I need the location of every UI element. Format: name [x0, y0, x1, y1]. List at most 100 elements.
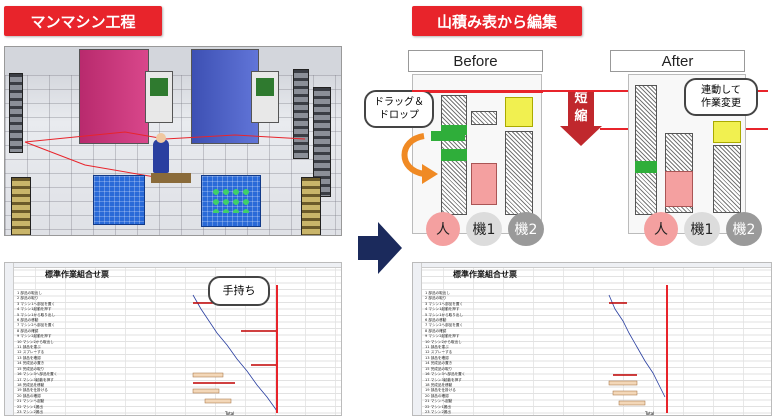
task-row: 21 マシンへ起動 [425, 399, 453, 404]
task-row: 23 マシン2搬出 [425, 409, 451, 414]
before-actor-machine2: 機2 [508, 212, 544, 246]
before-machine2-yellow [505, 97, 533, 127]
after-panel-header: After [610, 50, 745, 72]
task-row: 13 部品を確認 [17, 355, 41, 360]
task-row: 5 マシン1から取り出し [425, 312, 464, 317]
task-row: 20 部品の確認 [425, 393, 449, 398]
drag-drop-line1: ドラッグ＆ [374, 97, 424, 108]
after-person-bar [635, 85, 657, 215]
sheet-row-numbers-right [413, 263, 422, 415]
task-row: 1 部品の取出し [17, 291, 42, 295]
sheet-title: 標準作業組合せ票 [45, 270, 109, 279]
task-row: 18 完成品を移動 [17, 382, 45, 387]
task-row: 8 部品の確認 [17, 328, 39, 333]
task-row: 10 マシン2から取出し [17, 339, 54, 344]
task-row: 15 完成品の取り [425, 366, 453, 371]
left-section-title: マンマシン工程 [4, 6, 162, 36]
drag-drop-line2: ドロップ [379, 110, 419, 121]
task-row: 2 部品の取り [425, 296, 447, 301]
task-row: 5 マシン1から取り出し [17, 312, 56, 317]
back-wall [5, 47, 341, 75]
linked-line2: 作業変更 [701, 98, 741, 109]
task-row: 17 マシン3起動を押す [17, 377, 54, 382]
shelf-left-back [9, 73, 23, 153]
shelf-right-mid [313, 87, 331, 197]
after-actor-person: 人 [644, 212, 678, 246]
shelf-left-front [11, 177, 31, 235]
task-row: 2 部品の取り [17, 296, 39, 301]
after-machine1-pink [665, 171, 693, 207]
waiting-callout: 手持ち [208, 276, 270, 306]
after-actor-machine1: 機1 [684, 212, 720, 246]
task-row: 17 マシン3起動を押す [425, 377, 462, 382]
task-row: 12 スプレーする [425, 350, 453, 355]
task-row: 19 部品を仕掛ける [425, 388, 456, 393]
sheet-title-right: 標準作業組合せ票 [453, 270, 517, 279]
after-actor-person-label: 人 [654, 222, 668, 238]
sheet-column-header [5, 263, 341, 268]
task-row: 3 マシン1へ部品を置く [425, 301, 464, 306]
left-title-text: マンマシン工程 [30, 12, 136, 31]
task-row: 22 マシン1搬出 [17, 404, 43, 409]
task-row: 20 部品の確認 [17, 393, 41, 398]
after-actor-machine1-label: 機1 [690, 222, 714, 238]
machine-1-control-panel [145, 71, 173, 123]
task-row: 21 マシンへ起動 [17, 399, 45, 404]
before-actor-person: 人 [426, 212, 460, 246]
before-panel-header: Before [408, 50, 543, 72]
after-actor-machine2: 機2 [726, 212, 762, 246]
drag-drop-callout: ドラッグ＆ ドロップ [364, 90, 434, 128]
task-row: 16 マシン3へ部品を置く [17, 372, 58, 377]
rotate-arrow-icon [401, 133, 438, 184]
before-cycle-extension [412, 90, 768, 92]
right-title-text: 山積み表から編集 [436, 12, 557, 31]
task-row: 7 マシン2へ部品を置く [17, 323, 56, 328]
task-row: 24 マシン3搬出 [425, 415, 465, 416]
task-row: 10 マシン2から取出し [425, 339, 462, 344]
task-row: 3 マシン1へ部品を置く [17, 301, 56, 306]
task-row: 1 部品の取出し [425, 291, 450, 295]
task-row: 24 マシン3搬出 [17, 415, 57, 416]
waiting-label: 手持ち [222, 284, 256, 297]
task-row: 18 完成品を移動 [425, 382, 453, 387]
after-actor-machine2-label: 機2 [732, 222, 756, 238]
after-machine2-yellow [713, 121, 741, 143]
left-gantt [192, 285, 278, 413]
sheet-total: Total [225, 411, 235, 416]
sheet-total-right: Total [645, 411, 655, 416]
machine-2-blue [191, 49, 259, 144]
task-row: 6 部品の移動 [425, 318, 447, 323]
shorten-line2: 縮 [574, 109, 588, 124]
shelf-right-back [293, 69, 309, 159]
task-row: 9 マシン2起動を押す [425, 334, 460, 339]
task-row: 9 マシン2起動を押す [17, 334, 52, 339]
task-row: 8 部品の確認 [425, 328, 447, 333]
before-actor-machine1: 機1 [466, 212, 502, 246]
after-green-task [635, 161, 657, 173]
machine-2-control-panel [251, 71, 279, 123]
before-green-dragged [431, 131, 465, 141]
right-section-title: 山積み表から編集 [412, 6, 582, 36]
task-row: 14 完成品の置き [425, 361, 453, 366]
before-label: Before [453, 52, 498, 70]
before-yamazumi-chart [412, 74, 543, 234]
task-row: 7 マシン2へ部品を置く [425, 323, 464, 328]
right-gantt [608, 285, 668, 413]
task-row: 23 マシン2搬出 [17, 409, 43, 414]
before-green-task-1 [441, 125, 467, 135]
task-row: 15 完成品の取り [17, 366, 45, 371]
down-arrow-icon [560, 126, 602, 146]
machine-1-pink [79, 49, 149, 144]
task-row: 14 完成品の置き [17, 361, 45, 366]
before-machine2-hatch [505, 131, 533, 215]
transition-arrow-icon [358, 222, 402, 274]
factory-3d-scene [4, 46, 342, 236]
sheet-column-header-right [413, 263, 771, 268]
worker-figure [153, 139, 169, 173]
task-row: 19 部品を仕掛ける [17, 388, 48, 393]
shelf-right-front [301, 177, 321, 235]
task-row: 4 マシン1起動を押す [425, 307, 460, 312]
task-row: 22 マシン1搬出 [425, 404, 451, 409]
